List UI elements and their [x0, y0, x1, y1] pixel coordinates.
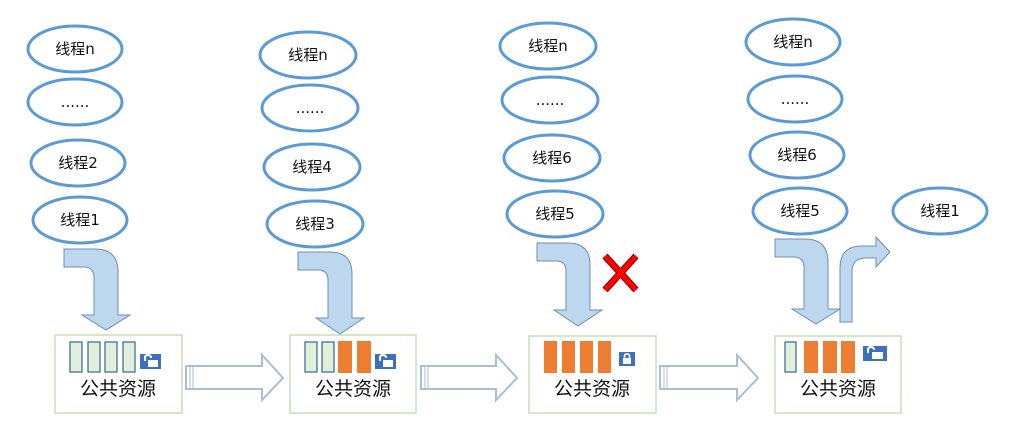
transition-arrow: [659, 352, 760, 403]
thread-label: 线程n: [773, 33, 813, 51]
slot: [304, 341, 318, 373]
slot: [841, 341, 855, 373]
public-resource-box: 公共资源: [54, 334, 183, 414]
slot: [87, 341, 101, 373]
public-resource-box: 公共资源: [774, 335, 902, 414]
thread-6: 线程6: [748, 130, 846, 180]
thread-ellipsis: ......: [746, 74, 844, 124]
enter-arrow: [297, 251, 366, 335]
thread-5: 线程5: [751, 186, 849, 236]
thread-label: 线程1: [60, 211, 100, 229]
unlocked-icon: [375, 353, 396, 369]
unlocked-icon: [863, 345, 887, 361]
public-resource-box: 公共资源: [528, 335, 657, 414]
thread-label: 线程1: [920, 202, 960, 220]
slot: [544, 341, 557, 373]
slot: [823, 341, 837, 373]
resource-label: 公共资源: [800, 378, 876, 400]
transition-arrow: [185, 352, 285, 403]
thread-n: 线程n: [258, 30, 358, 80]
slot: [784, 341, 797, 373]
public-resource-box: 公共资源: [289, 334, 417, 414]
thread-label: 线程2: [58, 154, 98, 172]
thread-5: 线程5: [505, 189, 605, 239]
slot: [804, 341, 818, 373]
thread-1: 线程1: [31, 195, 129, 245]
enter-arrow: [536, 242, 604, 327]
thread-n: 线程n: [744, 17, 842, 67]
thread-6: 线程6: [502, 133, 602, 183]
enter-arrow: [63, 248, 132, 331]
thread-ellipsis: ......: [26, 77, 124, 127]
enter-arrow: [774, 238, 842, 325]
locked-icon: [619, 352, 635, 366]
thread-4: 线程4: [262, 142, 362, 192]
stage-2: 线程n ...... 线程4 线程3 公共资源: [258, 30, 417, 414]
thread-3: 线程3: [265, 199, 365, 249]
slot: [598, 341, 611, 373]
thread-label: 线程6: [532, 149, 572, 167]
slot: [580, 341, 593, 373]
thread-label: 线程5: [535, 205, 575, 223]
transition-arrow: [420, 352, 519, 403]
slot: [122, 341, 136, 373]
exit-arrow: [839, 235, 891, 323]
thread-label: 线程n: [55, 40, 95, 58]
resource-label: 公共资源: [554, 378, 630, 400]
thread-label: ......: [781, 90, 810, 108]
thread-label: 线程3: [295, 215, 335, 233]
thread-label: ......: [296, 99, 325, 117]
thread-label: 线程n: [288, 46, 328, 64]
thread-label: 线程6: [777, 146, 817, 164]
slot: [321, 341, 335, 373]
resource-label: 公共资源: [80, 378, 156, 400]
thread-2: 线程2: [29, 138, 127, 188]
thread-ellipsis: ......: [500, 75, 600, 125]
thread-label: 线程5: [780, 202, 820, 220]
stage-1: 线程n ...... 线程2 线程1 公共资源: [26, 24, 183, 414]
thread-n: 线程n: [26, 24, 124, 74]
reject-cross-icon: [602, 253, 639, 293]
unlocked-icon: [140, 353, 161, 369]
thread-label: ......: [61, 93, 90, 111]
slot: [338, 341, 352, 373]
thread-label: 线程4: [292, 158, 332, 176]
stage-3: 线程n ...... 线程6 线程5: [498, 21, 657, 414]
slot: [562, 341, 575, 373]
thread-label: ......: [536, 91, 565, 109]
thread-label: 线程n: [528, 37, 568, 55]
stage-4: 线程n ...... 线程6 线程5 线程1: [744, 17, 989, 414]
slot: [104, 341, 118, 373]
slot: [69, 341, 83, 373]
resource-label: 公共资源: [315, 378, 391, 400]
thread-n: 线程n: [498, 21, 598, 71]
slot: [357, 341, 371, 373]
thread-ellipsis: ......: [260, 83, 360, 133]
released-thread-1: 线程1: [891, 186, 989, 236]
